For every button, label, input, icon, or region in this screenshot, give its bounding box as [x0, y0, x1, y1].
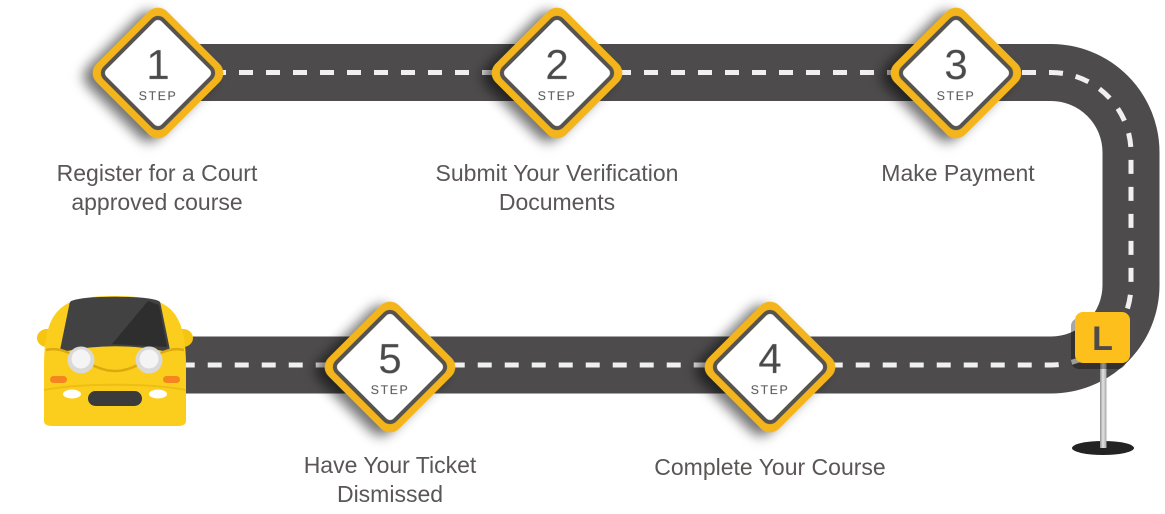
step-1-badge: STEP	[138, 88, 178, 103]
road-center-dashed-line	[150, 70, 1134, 368]
step-4-badge: STEP	[750, 382, 790, 397]
step-3-number: 3	[944, 40, 968, 88]
step-diamond-2: 2 STEP	[486, 2, 628, 144]
step-4-number: 4	[758, 334, 782, 382]
finish-sign: L	[1071, 312, 1134, 455]
step-5-number: 5	[378, 334, 402, 382]
step-1-number: 1	[146, 40, 170, 88]
step-3-badge: STEP	[936, 88, 976, 103]
step-3-title: Make Payment	[881, 160, 1035, 186]
step-diamond-4: 4 STEP	[699, 296, 841, 438]
step-1-title: Register for a Court approved course	[56, 160, 258, 215]
step-diamond-1: 1 STEP	[87, 2, 229, 144]
step-5-badge: STEP	[370, 382, 410, 397]
step-diamond-3: 3 STEP	[885, 2, 1027, 144]
step-4-title: Complete Your Course	[654, 454, 886, 480]
step-2-title: Submit Your Verification Documents	[435, 160, 679, 215]
car-icon	[37, 296, 193, 426]
step-diamond-5: 5 STEP	[319, 296, 461, 438]
step-2-badge: STEP	[537, 88, 577, 103]
sign-pole	[1100, 352, 1107, 448]
sign-letter: L	[1092, 320, 1113, 358]
sign-plate	[1075, 312, 1130, 363]
step-5-title: Have Your Ticket Dismissed	[303, 452, 477, 507]
step-2-number: 2	[545, 40, 569, 88]
